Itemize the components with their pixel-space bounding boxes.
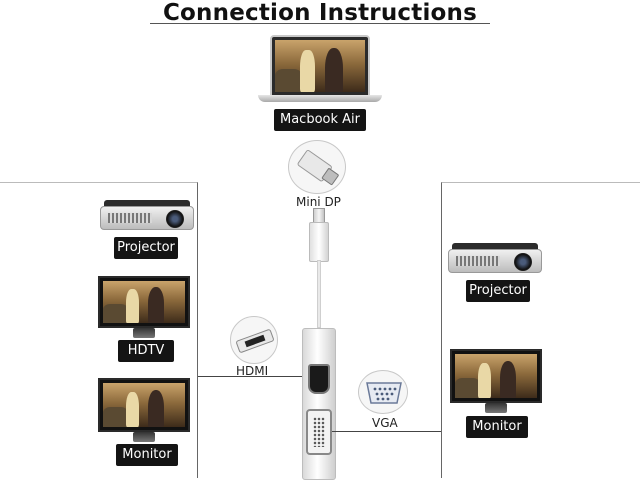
monitor-left-label: Monitor [116, 444, 178, 466]
vga-label: VGA [372, 416, 398, 430]
projector-icon [448, 243, 542, 277]
title-underline [150, 23, 490, 24]
mini-dp-connector-icon [288, 140, 346, 194]
page-title: Connection Instructions [162, 0, 478, 26]
vga-connection-line [332, 431, 441, 432]
laptop-icon [258, 35, 382, 105]
hdmi-port [308, 364, 330, 394]
hdtv-label: HDTV [118, 340, 174, 362]
monitor-icon [450, 349, 542, 413]
left-device-group-frame [0, 182, 198, 478]
projector-right-label: Projector [466, 280, 530, 302]
hdmi-label: HDMI [236, 364, 269, 378]
projector-left-label: Projector [114, 237, 178, 259]
mini-dp-label: Mini DP [296, 195, 341, 209]
vga-connector-icon [358, 370, 408, 414]
vga-port [306, 409, 332, 455]
adapter-cable [317, 260, 321, 328]
right-device-group-frame [441, 182, 640, 478]
monitor-right-label: Monitor [466, 416, 528, 438]
tv-icon [98, 276, 190, 338]
hdmi-connector-icon [230, 316, 278, 364]
hdmi-connection-line [198, 376, 308, 377]
adapter-icon [302, 328, 336, 480]
projector-icon [100, 200, 194, 234]
macbook-air-label: Macbook Air [274, 109, 366, 131]
mini-dp-plug-tip [313, 208, 325, 223]
mini-dp-plug [309, 222, 329, 262]
monitor-icon [98, 378, 190, 442]
